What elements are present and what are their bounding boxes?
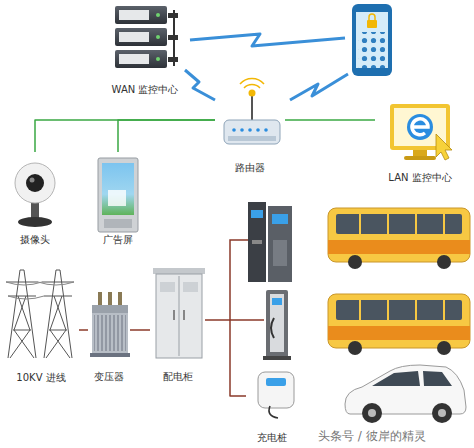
node-label-box: 变压器: [88, 371, 130, 383]
connector: [130, 330, 150, 331]
charger-icon: [263, 290, 291, 360]
transformer-icon: [90, 292, 130, 357]
node-label: WAN 监控中心: [111, 84, 180, 95]
cabinet-node: 配电柜: [150, 265, 205, 385]
node-label: 10KV 进线: [15, 372, 66, 383]
transformer-node: 变压器: [88, 285, 130, 385]
pylon-node: 10KV 进线: [3, 262, 79, 386]
wireless-link: [190, 34, 345, 46]
cabinet-icon: [153, 268, 205, 358]
screen-node: 广告屏: [88, 152, 148, 248]
connector-line: [130, 329, 150, 331]
connector: [285, 120, 375, 121]
car-icon: [345, 365, 466, 423]
node-label: LAN 监控中心: [387, 172, 452, 183]
connector-line: [35, 120, 215, 152]
phone-icon: [352, 4, 392, 76]
node-label-box: 摄像头: [5, 234, 65, 246]
node-label: 充电桩: [256, 432, 288, 443]
charger-icon: [258, 372, 294, 418]
connector: [118, 120, 215, 152]
connector-line: [79, 329, 88, 331]
connector: [205, 320, 246, 396]
connector: [35, 120, 215, 152]
connector-line: [205, 320, 246, 396]
bus-icon: [328, 294, 470, 355]
ad-screen-icon: [98, 158, 138, 232]
camera-icon: [15, 163, 55, 227]
router-icon: [224, 79, 280, 144]
node-label: 广告屏: [102, 234, 134, 245]
node-label: 变压器: [93, 371, 125, 382]
camera-node: 摄像头: [5, 152, 65, 248]
node-label-box: 10KV 进线: [3, 372, 79, 384]
charger-node: 充电桩: [246, 366, 298, 446]
server-icon: [115, 6, 178, 68]
monitor-node: LAN 监控中心: [375, 98, 465, 186]
node-label-box: 广告屏: [88, 234, 148, 246]
connector-line: [118, 120, 215, 152]
connector-line: [285, 119, 375, 121]
wireless-link: [290, 74, 348, 100]
node-label-box: 充电桩: [246, 432, 298, 444]
connector: [79, 330, 88, 331]
server-node: WAN 监控中心: [105, 2, 185, 98]
connector: [185, 70, 215, 100]
pylon-icon: [6, 270, 74, 358]
node-label-box: LAN 监控中心: [375, 172, 465, 184]
charger-icon: [248, 202, 292, 282]
node-label: 配电柜: [162, 371, 194, 382]
node-label-box: 路由器: [215, 162, 285, 174]
node-label: 路由器: [234, 162, 266, 173]
bus-icon: [328, 208, 470, 269]
connector-line: [185, 70, 215, 100]
node-label: 摄像头: [19, 234, 51, 245]
monitor-icon: [390, 104, 452, 160]
watermark: 头条号 / 彼岸的精灵: [318, 428, 426, 445]
node-label-box: 配电柜: [150, 371, 205, 383]
router-node: 路由器: [215, 86, 285, 176]
node-label-box: WAN 监控中心: [105, 84, 185, 96]
